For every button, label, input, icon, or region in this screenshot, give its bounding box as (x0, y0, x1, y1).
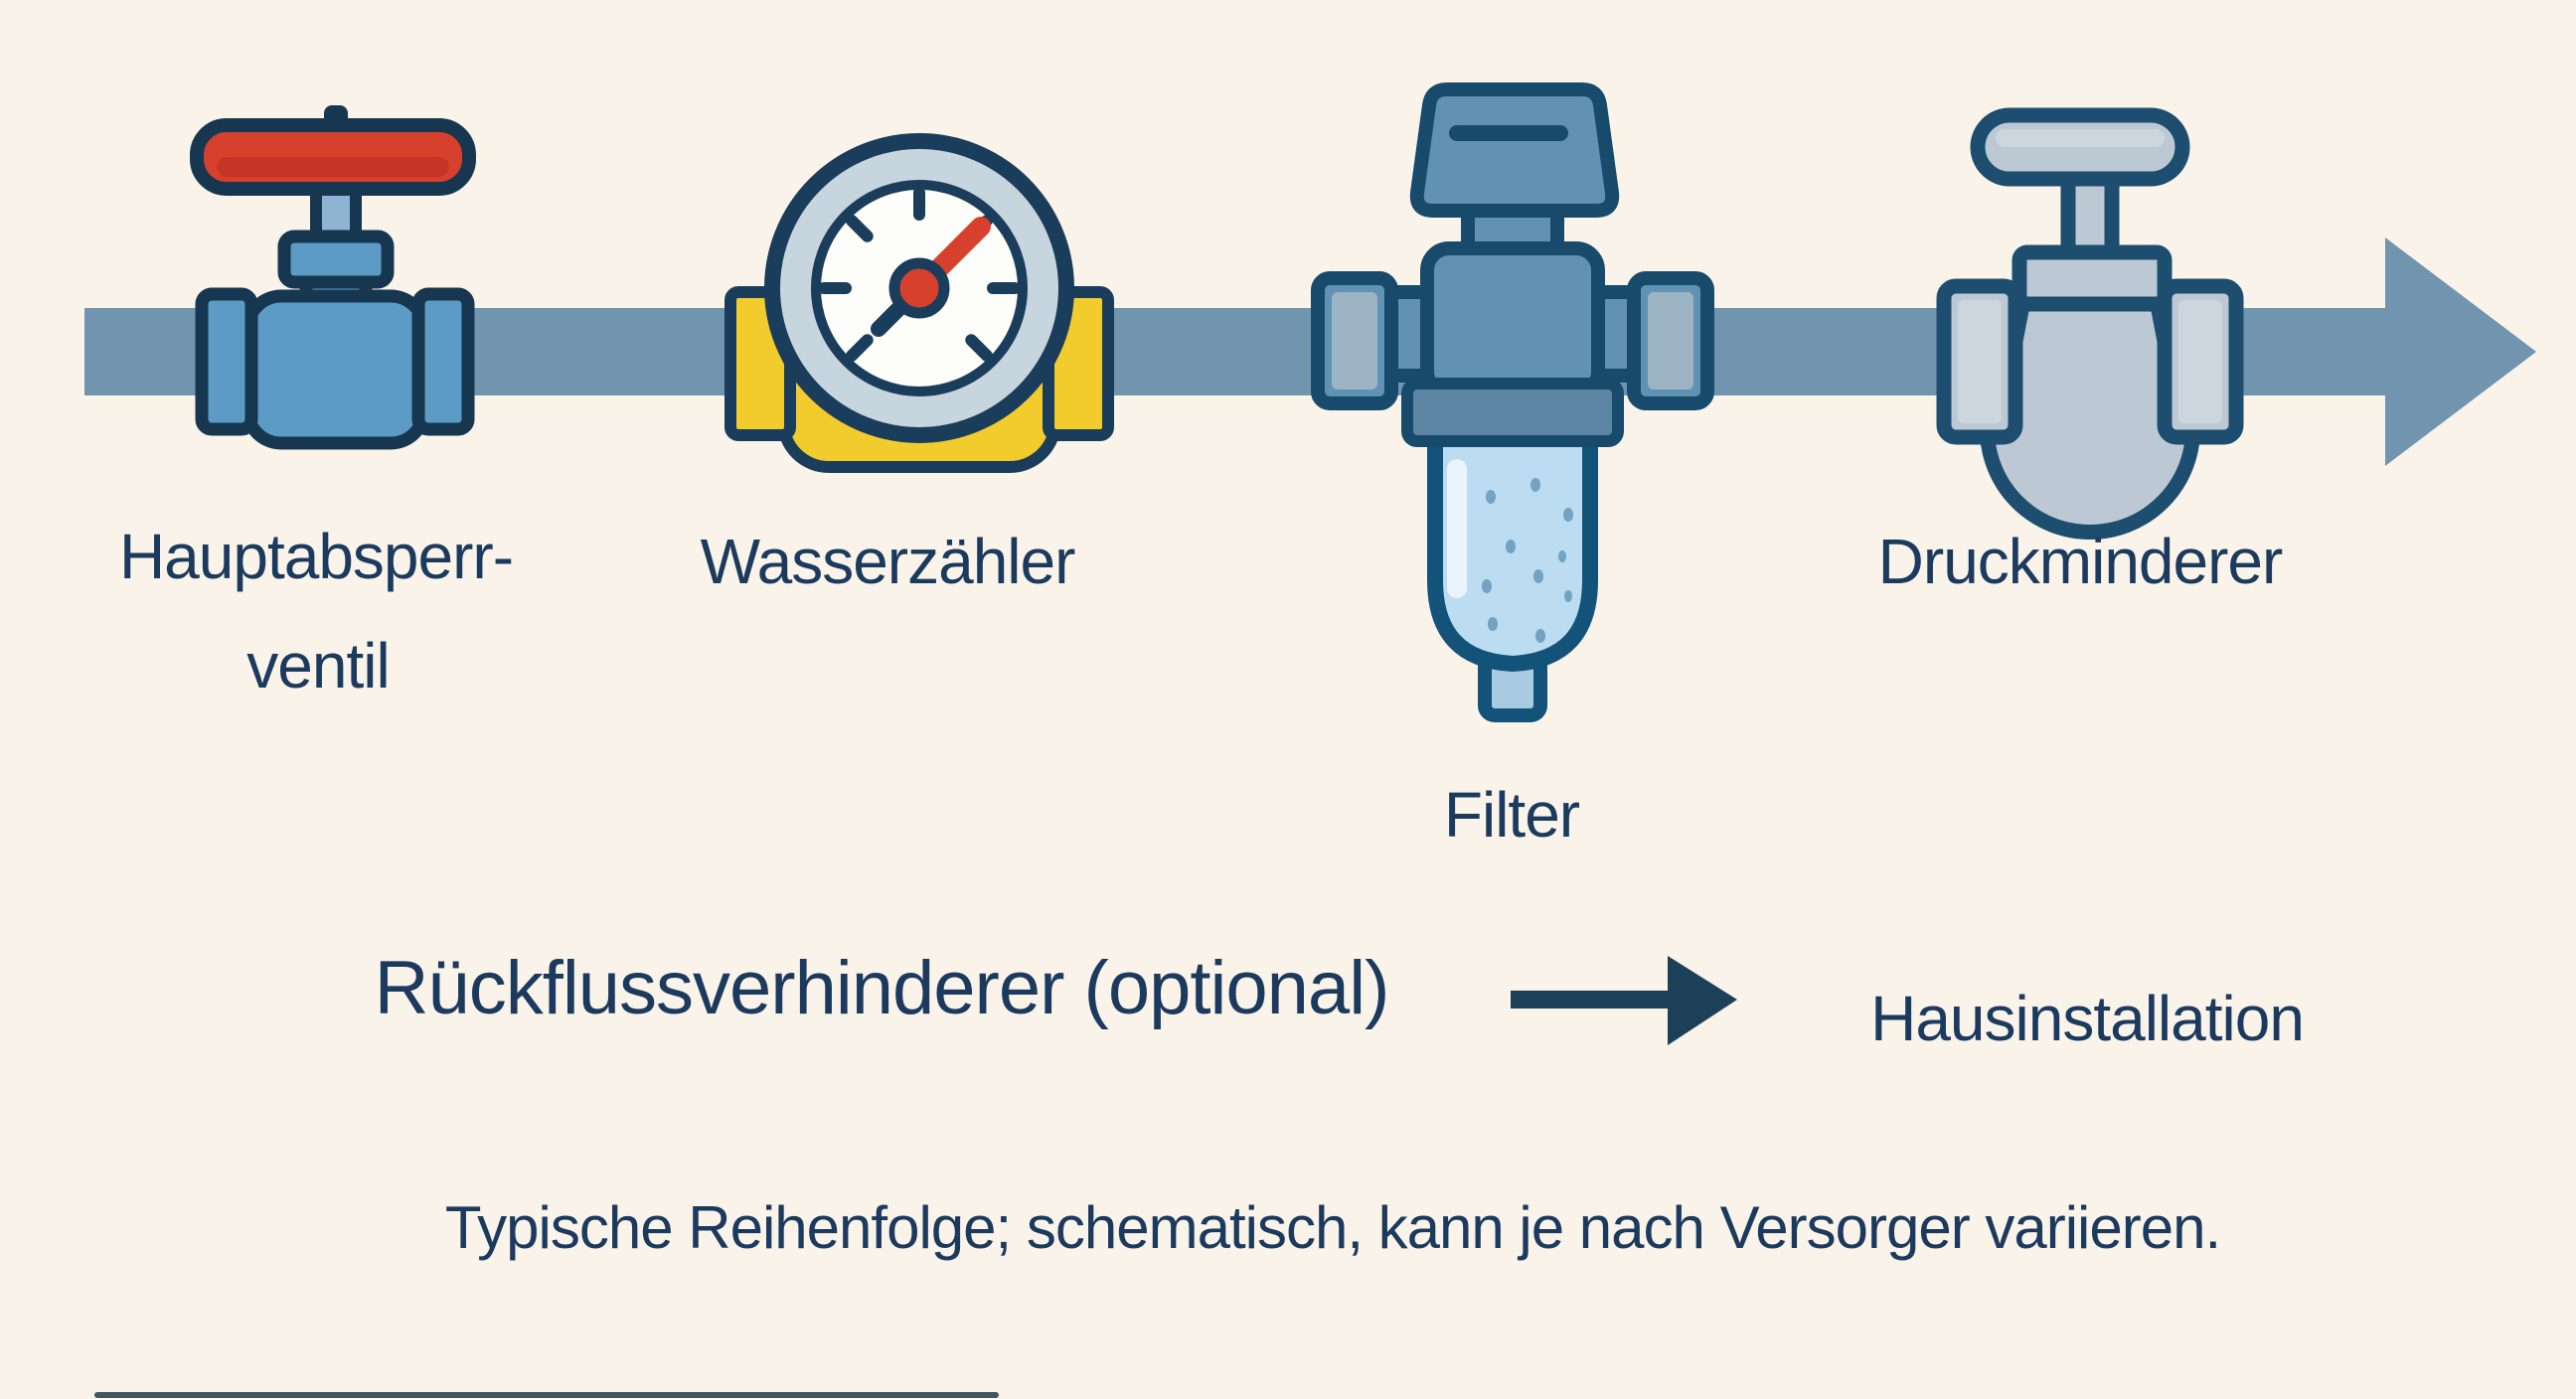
flow-arrow-icon (2385, 237, 2536, 466)
water-meter-icon (724, 133, 1114, 473)
label-main-shutoff-line1: Hauptabsperr- (119, 521, 513, 592)
reducer-collar (2012, 244, 2173, 312)
reducer-handle-highlight (1996, 129, 2165, 147)
label-filter: Filter (1444, 779, 1580, 851)
filter-bowl-highlight (1447, 459, 1467, 598)
valve-flange-right (411, 287, 475, 436)
label-pressure-reducer: Druckminderer (1878, 526, 2283, 597)
filter-flange-right-panel (1648, 292, 1693, 389)
gauge-hub (888, 257, 950, 319)
label-main-shutoff-line2: ventil (246, 630, 389, 701)
label-house-installation: Hausinstallation (1870, 983, 2304, 1054)
label-water-meter: Wasserzähler (701, 526, 1076, 597)
filter-icon (1311, 82, 1714, 722)
label-backflow-preventer-optional: Rückflussverhinderer (optional) (375, 946, 1389, 1030)
valve-flange-left (195, 287, 258, 436)
filter-head (1420, 241, 1605, 400)
filter-flange-left-panel (1332, 292, 1377, 389)
valve-handle-shade (217, 157, 449, 177)
reducer-flange-right-panel (2178, 300, 2222, 423)
valve-body (241, 289, 431, 450)
main-shutoff-valve-icon (190, 105, 476, 450)
bottom-edge-line (94, 1392, 999, 1398)
arrow-right-icon (1511, 956, 1737, 1045)
caption-text: Typische Reihenfolge; schematisch, kann … (445, 1194, 2220, 1261)
valve-collar (277, 230, 395, 289)
filter-cap (1409, 82, 1620, 218)
filter-bowl-particles (1482, 478, 1573, 643)
pressure-reducer-icon (1936, 107, 2244, 540)
reducer-body (1980, 283, 2200, 540)
reducer-flange-left-panel (1958, 300, 2002, 423)
filter-collar (1401, 378, 1624, 447)
